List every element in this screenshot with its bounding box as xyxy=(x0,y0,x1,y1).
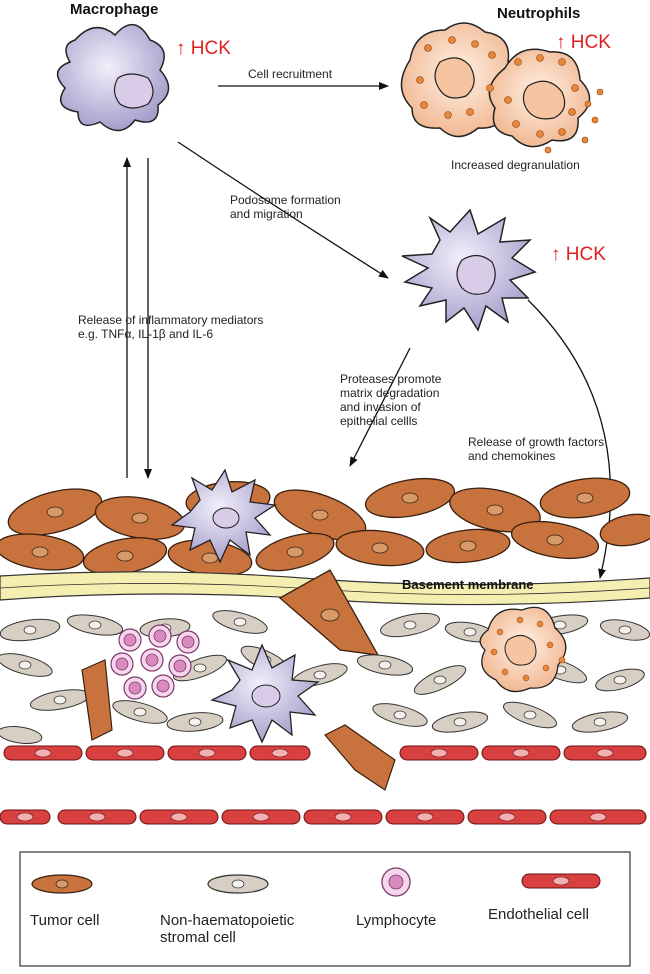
legend-endothelial-cell-icon xyxy=(521,873,601,889)
legend-box xyxy=(19,851,631,967)
legend-lymphocyte-label: Lymphocyte xyxy=(356,912,437,929)
macrophage-hck-label: ↑ HCK xyxy=(176,38,231,59)
degranulation-label: Increased degranulation xyxy=(451,158,580,172)
tumor-layer xyxy=(0,477,650,577)
neutrophils-cells xyxy=(400,22,604,154)
macrophage-in-tissue xyxy=(170,468,277,564)
macrophage-title: Macrophage xyxy=(70,1,159,18)
neutrophils-title: Neutrophils xyxy=(497,5,581,22)
lymphocyte-cluster xyxy=(110,624,200,700)
growth-factors-label: Release of growth factors and chemokines xyxy=(468,435,605,463)
macrophage-in-stroma xyxy=(210,643,320,744)
neutrophil-in-stroma xyxy=(479,606,567,693)
basement-membrane-label: Basement membrane xyxy=(402,577,534,592)
proteases-label: Proteases promote matrix degradation and… xyxy=(340,372,442,428)
migrating-macrophage-cell xyxy=(401,208,537,332)
legend-stromal-cell-icon xyxy=(207,874,269,894)
legend-tumor-cell-label: Tumor cell xyxy=(30,912,100,929)
vessel-top xyxy=(3,745,647,761)
cell-recruitment-label: Cell recruitment xyxy=(248,67,333,81)
legend-lymphocyte-icon xyxy=(381,867,411,897)
neutrophils-hck-label: ↑ HCK xyxy=(556,32,611,53)
arrows xyxy=(123,82,612,579)
macrophage-cell xyxy=(56,24,170,132)
podosome-label: Podosome formation and migration xyxy=(230,193,341,221)
legend-tumor-cell-icon xyxy=(31,874,93,894)
legend-endothelial-cell-label: Endothelial cell xyxy=(488,906,589,923)
migrating-hck-label: ↑ HCK xyxy=(551,244,606,265)
legend-stromal-cell-label: Non-haematopoietic stromal cell xyxy=(160,912,295,946)
inflammatory-mediators-label: Release of inflammatory mediators e.g. T… xyxy=(78,313,264,341)
